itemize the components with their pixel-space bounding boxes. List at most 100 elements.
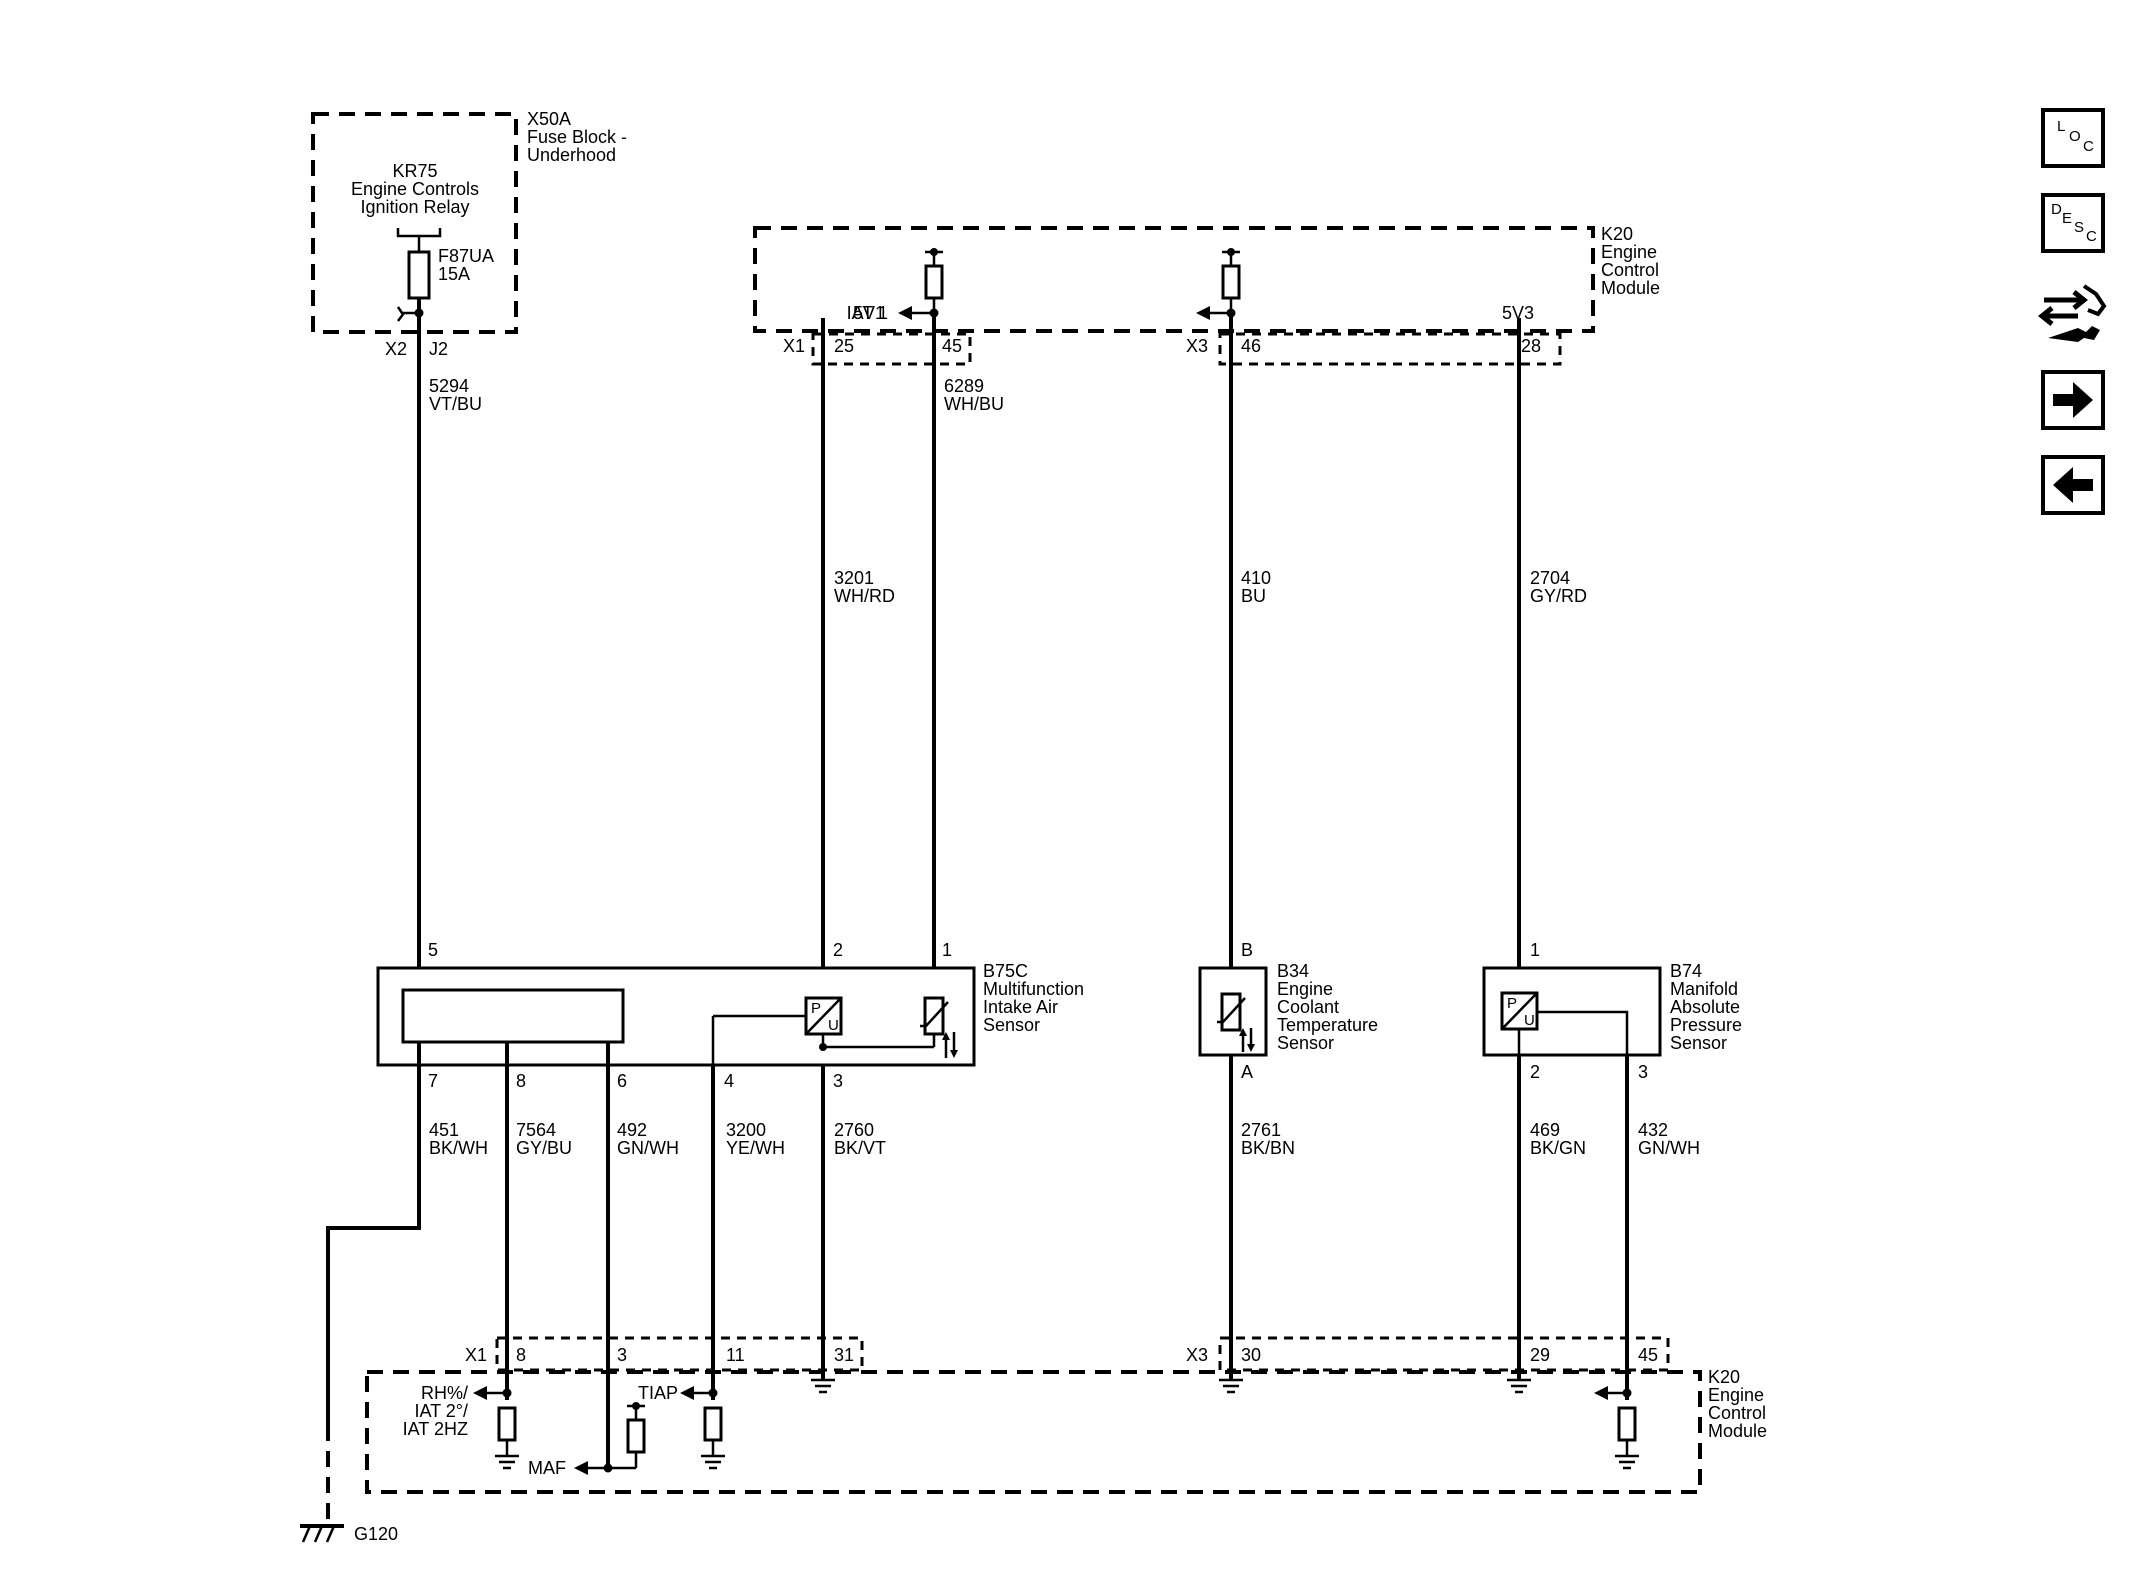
rh-iat2-input-resistor-icon [473, 1386, 519, 1470]
loc-letter-o: O [2069, 128, 2081, 145]
b74-pu-p: P [1507, 995, 1517, 1012]
relay-name-1: Engine Controls [351, 179, 479, 199]
fuse-block-name-2: Underhood [527, 145, 616, 165]
ecm-bottom-pin-3: 3 [617, 1345, 627, 1365]
b74-pin-1: 1 [1530, 940, 1540, 960]
ground-icon [811, 1378, 835, 1394]
ecm-top-pin-46: 46 [1241, 336, 1261, 356]
wire-5294-circuit: 5294 [429, 376, 469, 396]
wire-432-color: GN/WH [1638, 1138, 1700, 1158]
sensor-b75c: 5 2 1 B75C Multifunction Intake Air Sens… [376, 940, 1084, 1091]
ecm-5v1-label: 5V1 [853, 303, 885, 323]
desc-letter-s: S [2074, 219, 2085, 236]
wire-451-circuit: 451 [429, 1120, 459, 1140]
desc-letter-d: D [2051, 201, 2062, 218]
sensor-b74: 1 B74 Manifold Absolute Pressure Sensor … [1482, 940, 1742, 1082]
b74-name-3: Pressure [1670, 1015, 1742, 1035]
loc-button[interactable]: L O C [2041, 108, 2105, 168]
fuse-ref: F87UA [438, 246, 494, 266]
wire-2760-color: BK/VT [834, 1138, 886, 1158]
b75c-name-3: Sensor [983, 1015, 1040, 1035]
ground-icon [1507, 1378, 1531, 1394]
tiap-input-resistor-icon [680, 1386, 725, 1470]
ecm-bottom-pin-29: 29 [1530, 1345, 1550, 1365]
b75c-pin-3: 3 [833, 1071, 843, 1091]
upper-wires [417, 313, 1521, 1008]
lower-wires [326, 1042, 1629, 1525]
wire-6289-circuit: 6289 [944, 376, 984, 396]
fuse-block-x50a: X50A Fuse Block - Underhood KR75 Engine … [311, 109, 627, 359]
ecm-top-name-2: Control [1601, 260, 1659, 280]
ecm-top-pin-45: 45 [942, 336, 962, 356]
desc-letter-e: E [2062, 210, 2073, 227]
b75c-pin-6: 6 [617, 1071, 627, 1091]
b75c-pu-u: U [828, 1017, 839, 1034]
b74-pin-2: 2 [1530, 1062, 1540, 1082]
ecm-top-box: K20 Engine Control Module 5V1 IAT 1 [753, 224, 1660, 366]
fuse-block-ref: X50A [527, 109, 571, 129]
wire-5294-color: VT/BU [429, 394, 482, 414]
wire-492-color: GN/WH [617, 1138, 679, 1158]
b75c-pin-1: 1 [942, 940, 952, 960]
wire-492-circuit: 492 [617, 1120, 647, 1140]
ecm-bottom-ref: K20 [1708, 1367, 1740, 1387]
b75c-pin-4: 4 [724, 1071, 734, 1091]
wire-7564-circuit: 7564 [516, 1120, 556, 1140]
wire-469-color: BK/GN [1530, 1138, 1586, 1158]
b75c-pin-8: 8 [516, 1071, 526, 1091]
b75c-pin-7: 7 [428, 1071, 438, 1091]
sig-rh-line3: IAT 2HZ [403, 1419, 468, 1439]
wire-2761-circuit: 2761 [1241, 1120, 1281, 1140]
ecm-bottom-name-3: Module [1708, 1421, 1767, 1441]
b75c-pu-p: P [811, 1000, 821, 1017]
ecm-top-ref: K20 [1601, 224, 1633, 244]
next-button[interactable] [2041, 370, 2105, 430]
fuse-block-name-1: Fuse Block - [527, 127, 627, 147]
wire-469-circuit: 469 [1530, 1120, 1560, 1140]
sig-maf: MAF [528, 1458, 566, 1478]
wire-3200-circuit: 3200 [726, 1120, 766, 1140]
map-input-resistor-icon [1594, 1386, 1639, 1470]
sig-tiap: TIAP [638, 1383, 678, 1403]
sig-rh-line2: IAT 2°/ [414, 1401, 468, 1421]
b75c-name-1: Multifunction [983, 979, 1084, 999]
b74-name-2: Absolute [1670, 997, 1740, 1017]
desc-button[interactable]: D E S C [2041, 193, 2105, 253]
b75c-pin-2: 2 [833, 940, 843, 960]
wire-2704-color: GY/RD [1530, 586, 1587, 606]
ecm-bottom-pin-31: 31 [834, 1345, 854, 1365]
thermistor-icon [1217, 992, 1255, 1052]
ecm-top-x1: X1 [783, 336, 805, 356]
b34-name-1: Engine [1277, 979, 1333, 999]
b34-name-2: Coolant [1277, 997, 1339, 1017]
wire-7564-color: GY/BU [516, 1138, 572, 1158]
ecm-5v3-label: 5V3 [1502, 303, 1534, 323]
ground-icon [1219, 1378, 1243, 1394]
arrow-left-icon [2053, 467, 2093, 503]
wire-6289-color: WH/BU [944, 394, 1004, 414]
ecm-bottom-pin-30: 30 [1241, 1345, 1261, 1365]
ect-pullup-resistor-icon [1196, 248, 1241, 320]
wire-410-circuit: 410 [1241, 568, 1271, 588]
wire-3201-circuit: 3201 [834, 568, 874, 588]
wire-2704-circuit: 2704 [1530, 568, 1570, 588]
wire-3201-color: WH/RD [834, 586, 895, 606]
ecm-bottom-x1: X1 [465, 1345, 487, 1365]
ecm-bottom-pin-11: 11 [726, 1345, 745, 1365]
b74-pin-3: 3 [1638, 1062, 1648, 1082]
ecm-bottom-name-2: Control [1708, 1403, 1766, 1423]
ecm-bottom-x3: X3 [1186, 1345, 1208, 1365]
connector-tool-icon[interactable] [2037, 276, 2110, 348]
prev-button[interactable] [2041, 455, 2105, 515]
wire-2760-circuit: 2760 [834, 1120, 874, 1140]
relay-ref: KR75 [392, 161, 437, 181]
loc-letter-l: L [2057, 118, 2066, 135]
ecm-bottom-pin-45: 45 [1638, 1345, 1658, 1365]
fuse-terminal-icon [396, 306, 419, 322]
ecm-bottom-box: X1 8 3 11 31 X3 30 29 45 K20 Engine Cont… [365, 1336, 1767, 1494]
wire-432-circuit: 432 [1638, 1120, 1668, 1140]
relay-contact-icon [396, 228, 442, 252]
chassis-ground-g120: G120 [300, 1524, 398, 1544]
thermistor-icon [920, 996, 958, 1058]
